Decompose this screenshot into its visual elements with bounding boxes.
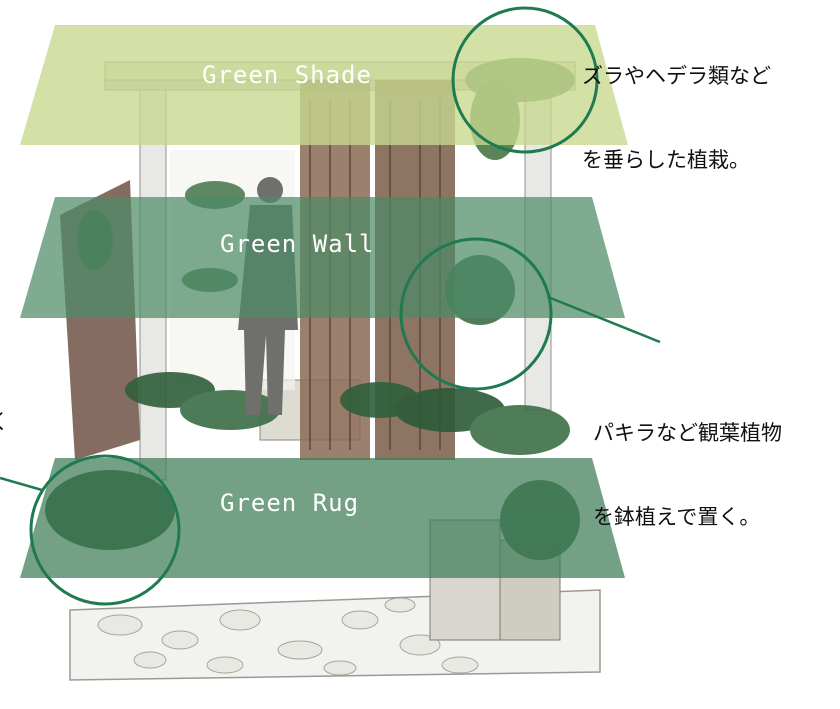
callout-wall-line2: を鉢植えで置く。 xyxy=(593,505,761,529)
leader-line-rug xyxy=(0,476,43,492)
green-shade-band xyxy=(20,25,628,145)
callout-rug-line2: 。 xyxy=(0,492,15,520)
callout-wall: パキラなど観葉植物 を鉢植えで置く。 xyxy=(593,363,782,587)
callout-shade-line1: ズラやヘデラ類など xyxy=(582,64,771,88)
green-shade-label: Green Shade xyxy=(202,61,372,89)
callout-shade: ズラやヘデラ類など を垂らした植栽。 xyxy=(582,6,771,230)
leader-line-wall xyxy=(547,295,661,344)
highlight-circle-rug xyxy=(29,454,181,606)
green-rug-band xyxy=(20,458,625,578)
highlight-circle-shade xyxy=(451,6,599,154)
callout-shade-line2: を垂らした植栽。 xyxy=(582,148,750,172)
green-rug-label: Green Rug xyxy=(220,489,360,517)
highlight-circle-wall xyxy=(399,237,553,391)
callout-wall-line1: パキラなど観葉植物 xyxy=(593,421,782,445)
callout-rug-partial: く 。 xyxy=(0,352,15,576)
green-wall-band xyxy=(20,197,625,318)
green-wall-label: Green Wall xyxy=(220,230,375,258)
callout-rug-line1: く xyxy=(0,408,15,436)
